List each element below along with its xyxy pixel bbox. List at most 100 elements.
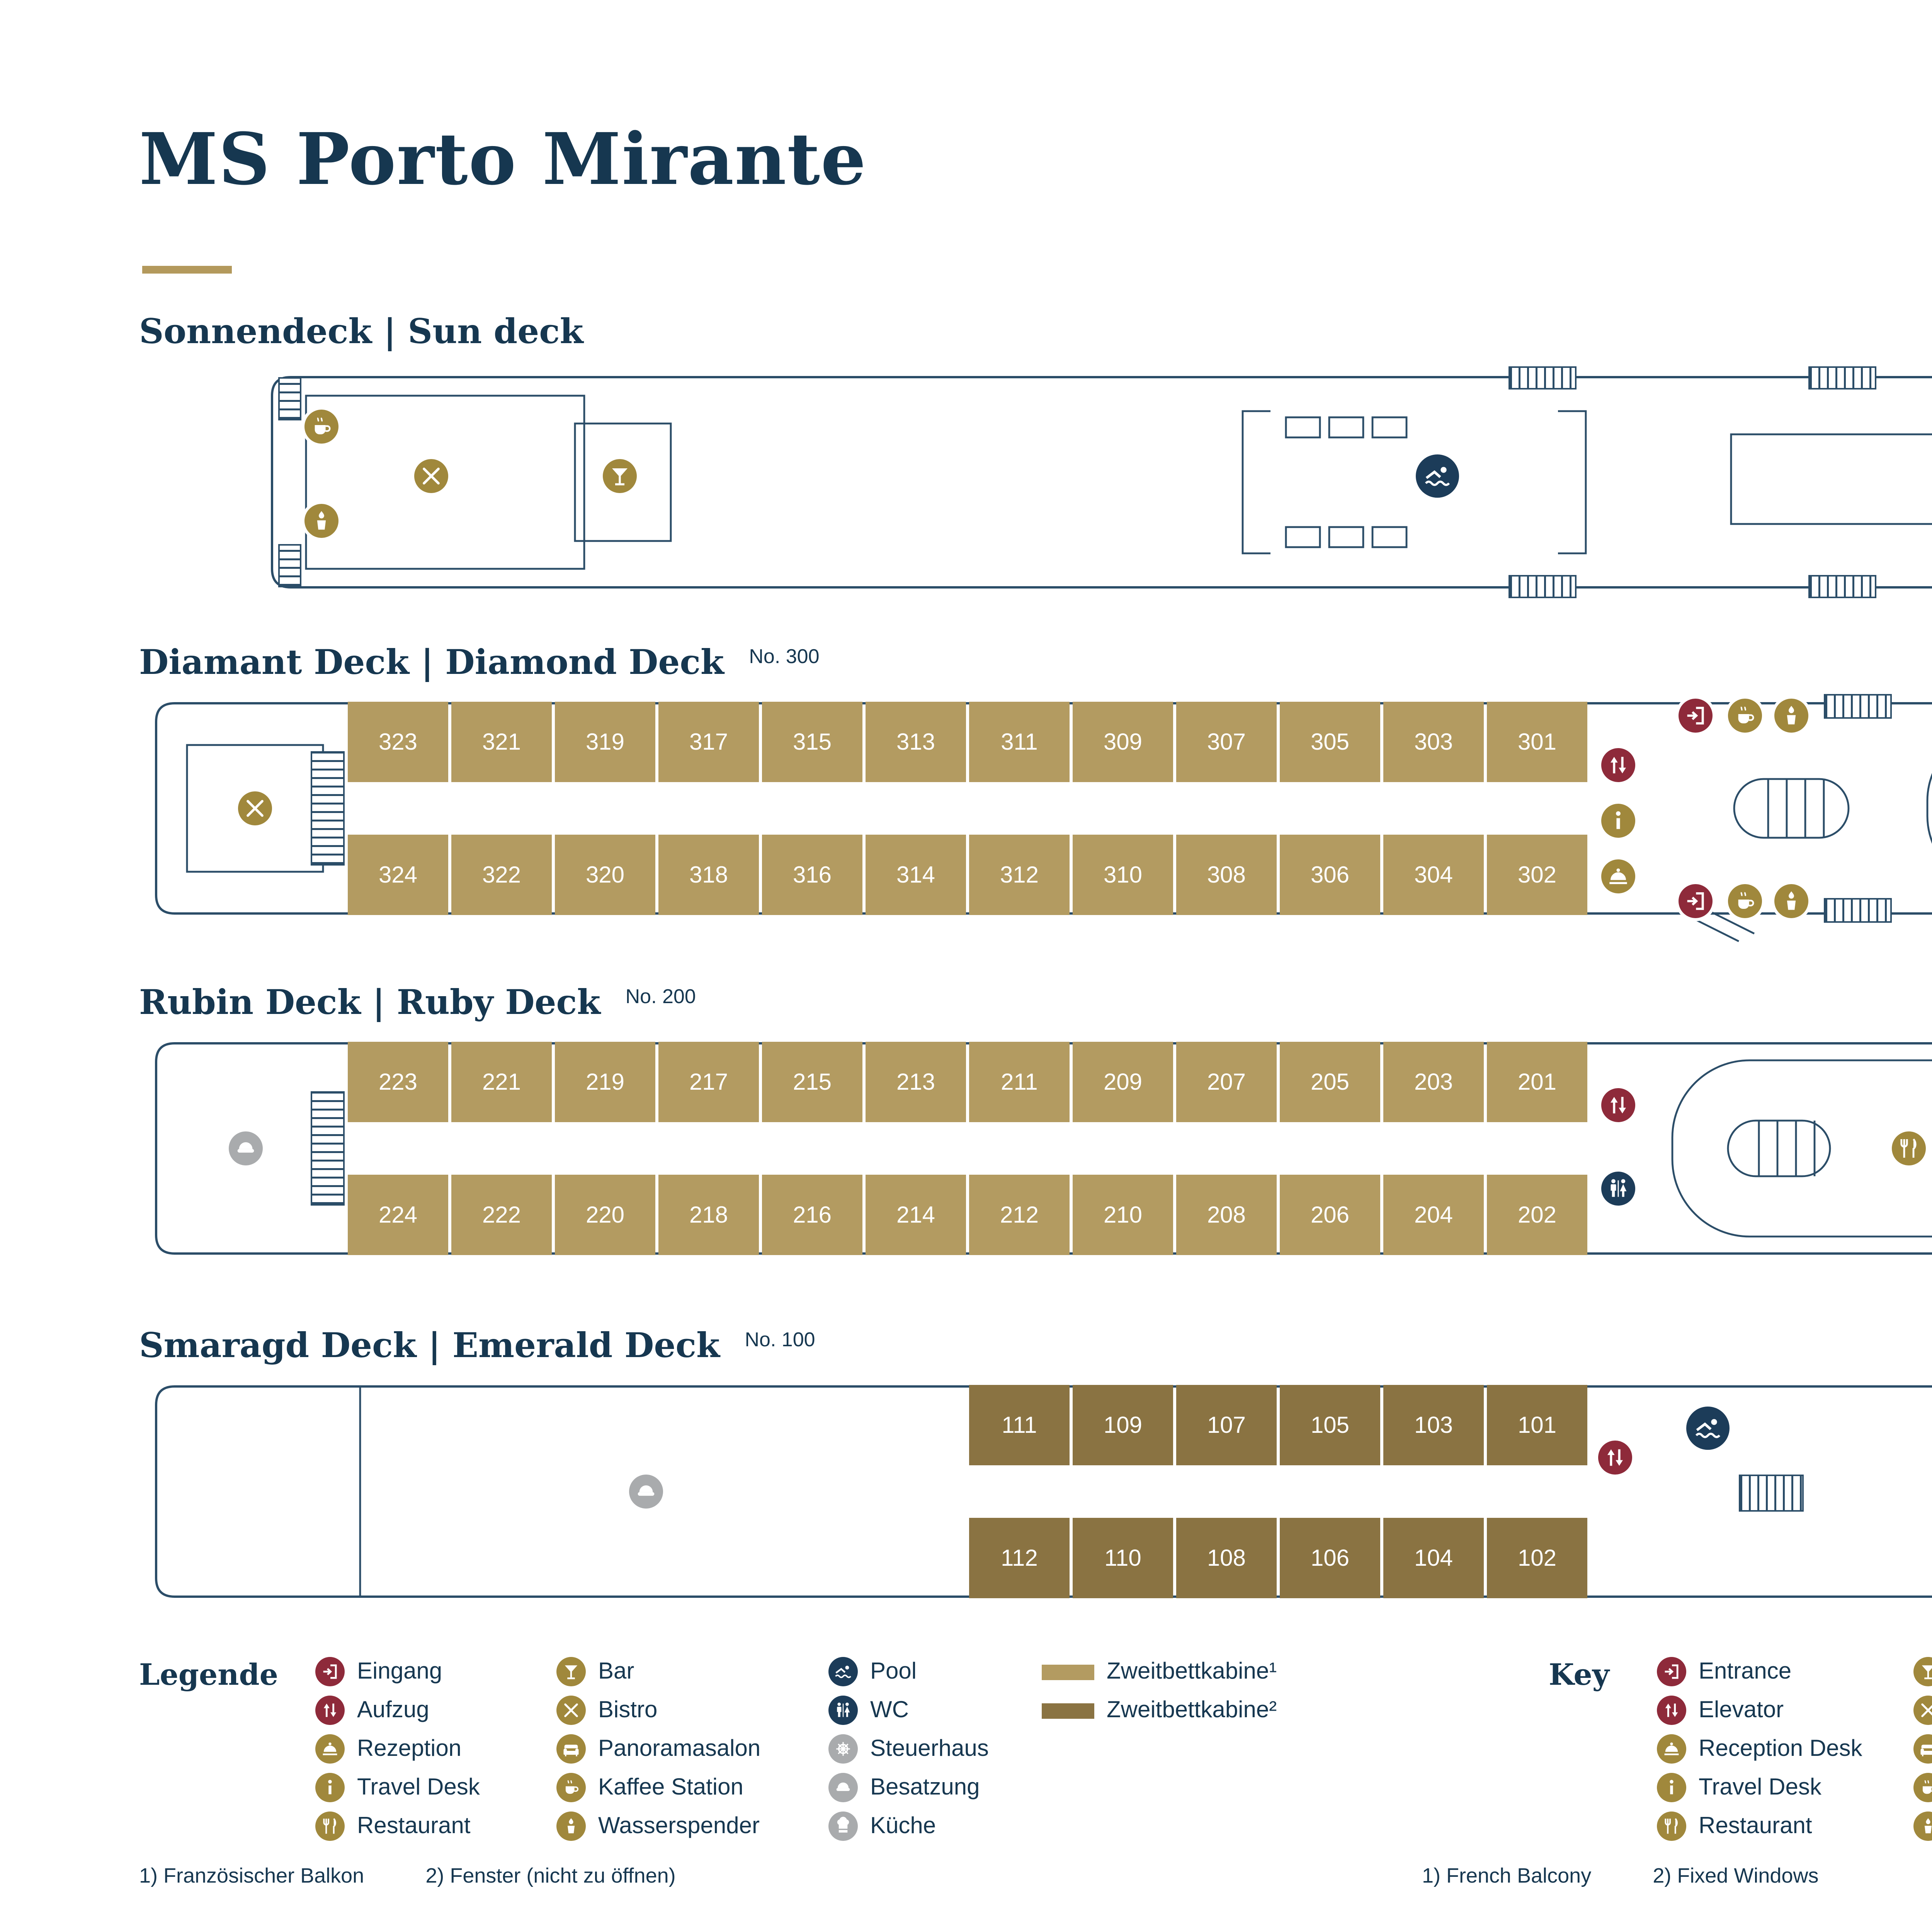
sun-deck-plan [263,365,1932,600]
ruby-deck-plan: 223 221 219 217 215 213 211 209 207 205 … [147,1032,1932,1264]
restaurant-icon [315,1812,345,1841]
cabin-309: 309 [1073,702,1173,782]
water-dispenser-icon [301,501,342,541]
cabin-110: 110 [1073,1518,1173,1598]
legend-label: Bistro [598,1697,658,1723]
cabin-212: 212 [969,1175,1070,1255]
legend-col-swatches: Zweitbettkabine¹ Zweitbettkabine² [1042,1657,1277,1725]
wheelhouse-icon [828,1734,858,1764]
cabin-205: 205 [1280,1042,1380,1122]
emerald-cabins-bottom: 112 110 108 106 104 102 [969,1518,1587,1598]
cabin-216: 216 [762,1175,862,1255]
cabin-305: 305 [1280,702,1380,782]
cabin-221: 221 [451,1042,552,1122]
pool-icon [828,1657,858,1686]
cabin-312: 312 [969,835,1070,915]
stairs-hatch [1824,898,1892,923]
cabin-112: 112 [969,1518,1070,1598]
legend-label: Küche [870,1813,936,1839]
coffee-station-icon [556,1773,586,1802]
travel-desk-icon [1598,801,1638,841]
legend-label: Zweitbettkabine² [1107,1697,1277,1723]
cabin-304: 304 [1383,835,1484,915]
cabin-215: 215 [762,1042,862,1122]
footnote-text: 2) Fenster (nicht zu öffnen) [425,1864,676,1887]
cabin-324: 324 [348,835,448,915]
legend-label: Travel Desk [357,1774,480,1801]
legend-german: Legende Eingang Aufzug Rezeption Travel … [139,1657,1277,1841]
diamond-deck-plan: 323 321 319 317 315 313 311 309 307 305 … [147,692,1932,942]
cabin-307: 307 [1176,702,1277,782]
footnote-german: 1) Französischer Balkon 2) Fenster (nich… [139,1864,731,1887]
cabin-315: 315 [762,702,862,782]
cabin-317: 317 [658,702,759,782]
legend-label: Rezeption [357,1736,462,1762]
cabin-109: 109 [1073,1385,1173,1465]
deck-label-emerald: Smaragd Deck | Emerald Deck No. 100 [139,1326,815,1366]
stairs-h atch [311,1091,345,1206]
cabin-220: 220 [555,1175,655,1255]
cabin-301: 301 [1487,702,1587,782]
cabin-223: 223 [348,1042,448,1122]
cabin-214: 214 [866,1175,966,1255]
legend-label: Kaffee Station [598,1774,743,1801]
stairs-hatch [1509,575,1577,598]
crew-icon [226,1128,266,1169]
bar-icon [556,1657,586,1686]
cabin-light-swatch [1042,1664,1094,1679]
elevator-icon [1598,1085,1638,1125]
cabin-210: 210 [1073,1175,1173,1255]
reception-icon [315,1734,345,1764]
cabin-111: 111 [969,1385,1070,1465]
pool-icon [1683,1403,1733,1453]
legend-label: Steuerhaus [870,1736,989,1762]
bar-icon [600,456,640,496]
wc-icon [1598,1169,1638,1209]
emerald-cabins-top: 111 109 107 105 103 101 [969,1385,1587,1465]
legend-col: Bar Bistro Panoramasalon Kaffee Station … [556,1657,801,1841]
cabin-302: 302 [1487,835,1587,915]
cabin-208: 208 [1176,1175,1277,1255]
footnote-english: 1) French Balcony 2) Fixed Windows [1422,1864,1874,1887]
legend-label: Restaurant [1699,1813,1812,1839]
kitchen-icon [828,1812,858,1841]
bistro-icon [1913,1696,1932,1725]
travel-desk-icon [1657,1773,1686,1802]
cabin-204: 204 [1383,1175,1484,1255]
reception-icon [1598,856,1638,896]
stairs-hatch [311,751,345,866]
cabin-dark-swatch [1042,1703,1094,1718]
legend-english: Key Entrance Elevator Reception Desk Tra… [1549,1657,1932,1841]
legend-label: Eingang [357,1658,442,1685]
bistro-icon [411,456,451,496]
stairs-hatch [1808,366,1876,390]
cabin-303: 303 [1383,702,1484,782]
legend-col: Pool WC Steuerhaus Besatzung Küche [828,1657,1014,1841]
legend-label: Wasserspender [598,1813,760,1839]
cabin-207: 207 [1176,1042,1277,1122]
cabin-105: 105 [1280,1385,1380,1465]
reception-icon [1657,1734,1686,1764]
elevator-icon [1595,1437,1635,1478]
cabin-101: 101 [1487,1385,1587,1465]
deck-number-note: No. 200 [625,985,696,1008]
crew-icon [828,1773,858,1802]
legend-col: Eingang Aufzug Rezeption Travel Desk Res… [315,1657,529,1841]
legend-label: Pool [870,1658,917,1685]
cabin-213: 213 [866,1042,966,1122]
footnote-text: 1) Französischer Balkon [139,1864,364,1887]
stairs-hatch [278,377,301,420]
elevator-icon [315,1696,345,1725]
coffee-station-icon [301,407,342,447]
stairs-hatch [1808,575,1876,598]
legend-label: Reception Desk [1699,1736,1862,1762]
stairs-hatch [1739,1475,1804,1512]
title-underline [142,266,232,274]
ruby-cabins-bottom: 224 222 220 218 216 214 212 210 208 206 … [348,1175,1587,1255]
cabin-202: 202 [1487,1175,1587,1255]
water-dispenser-icon [1771,696,1811,736]
cabin-316: 316 [762,835,862,915]
cabin-322: 322 [451,835,552,915]
legend: Legende Eingang Aufzug Rezeption Travel … [139,1657,1932,1858]
